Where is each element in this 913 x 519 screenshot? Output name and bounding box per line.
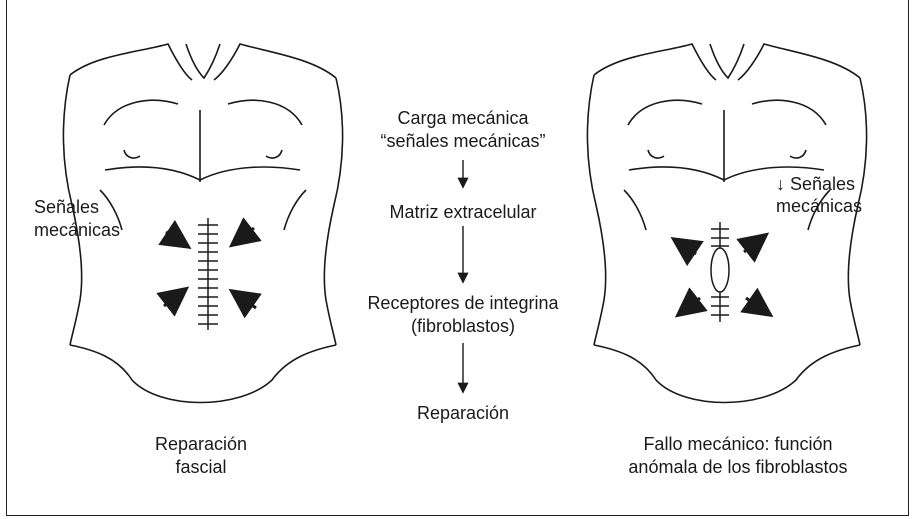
flow-step1-line2: “señales mecánicas” [343,130,583,152]
flow-step2: Matriz extracelular [343,201,583,223]
flow-step1-line1: Carga mecánica [343,107,583,129]
right-caption-line1: Fallo mecánico: función [608,433,868,455]
right-incision-dehiscence [711,222,729,322]
left-inward-arrows [164,228,256,308]
left-caption-line2: fascial [126,456,276,478]
left-caption-line1: Reparación [126,433,276,455]
flow-step3-line2: (fibroblastos) [333,315,593,337]
left-incision-suture [198,218,218,330]
flow-step3-line1: Receptores de integrina [333,292,593,314]
right-torso-outline [587,44,866,403]
left-signals-label-line1: Señales [34,196,99,218]
right-signals-label-line2: mecánicas [776,195,862,217]
flow-step4: Reparación [343,402,583,424]
right-caption-line2: anómala de los fibroblastos [608,456,868,478]
right-signals-label-line1: ↓ Señales [776,173,855,195]
left-signals-label-line2: mecánicas [34,219,120,241]
